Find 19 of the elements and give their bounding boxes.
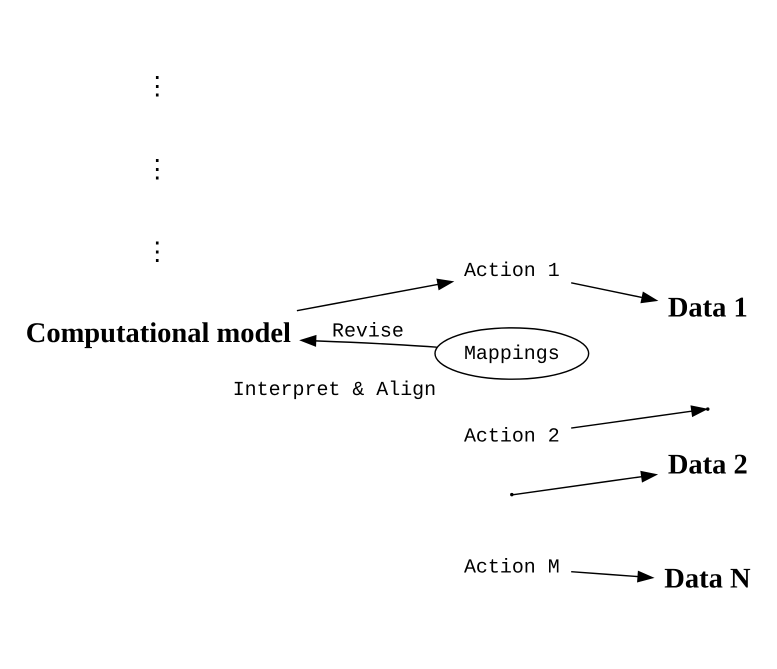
- node-text: Data 1: [668, 292, 748, 323]
- node-text: Action M: [464, 555, 560, 578]
- node-text: Computational model: [26, 318, 291, 349]
- arrow: [513, 470, 658, 495]
- arrow: [571, 570, 655, 582]
- node-text: Data 2: [668, 448, 748, 480]
- arrow: [296, 278, 454, 311]
- arrow: [299, 334, 437, 348]
- label: ⋮: [144, 236, 171, 266]
- node-ellipse: Mappings: [434, 326, 590, 380]
- edge-label: Revise: [332, 319, 404, 342]
- arrow: [571, 282, 658, 303]
- node-text: Action 1: [464, 258, 560, 282]
- node-label: Interpret & Align: [232, 378, 436, 401]
- node-text: Action 2: [464, 424, 560, 447]
- label: ⋮: [144, 154, 171, 183]
- label: ⋮: [144, 71, 171, 100]
- arrow: [571, 404, 708, 428]
- node-text: Data N: [664, 562, 751, 594]
